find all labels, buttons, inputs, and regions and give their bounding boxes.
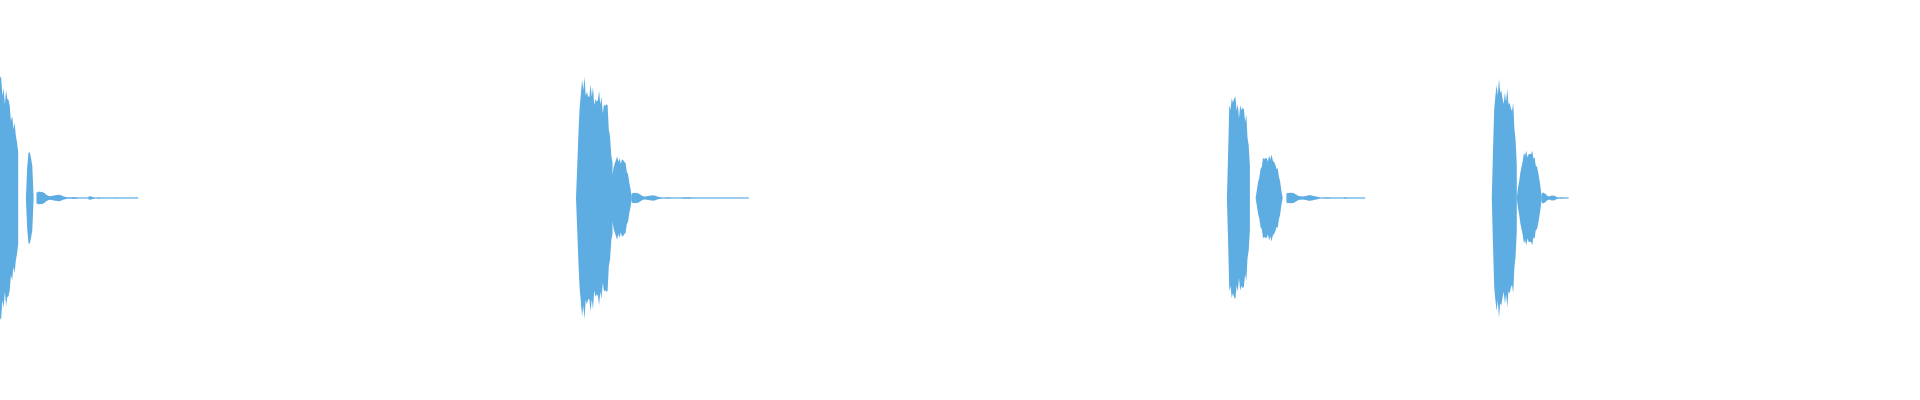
waveform-segment (36, 191, 89, 205)
waveform-segment (1344, 197, 1366, 199)
waveform-segment (1255, 154, 1283, 242)
audio-clip[interactable] (1226, 96, 1366, 300)
waveform-segment (88, 196, 116, 200)
audio-clip[interactable] (1491, 78, 1569, 318)
waveform-segment (0, 76, 19, 320)
waveform-segment (1286, 192, 1344, 204)
waveform-segment (576, 76, 613, 320)
waveform-segment (1491, 78, 1517, 318)
waveform-segment (681, 197, 749, 199)
waveform-segment (631, 192, 682, 204)
waveform-segment (25, 152, 34, 244)
waveform-segment (608, 156, 632, 240)
waveform-segment (1516, 150, 1542, 246)
waveform-segment (1226, 96, 1250, 300)
audio-clip[interactable] (576, 76, 749, 320)
waveform-segment (115, 197, 139, 199)
waveform-segment (1541, 192, 1569, 204)
audio-clip[interactable] (0, 76, 139, 320)
